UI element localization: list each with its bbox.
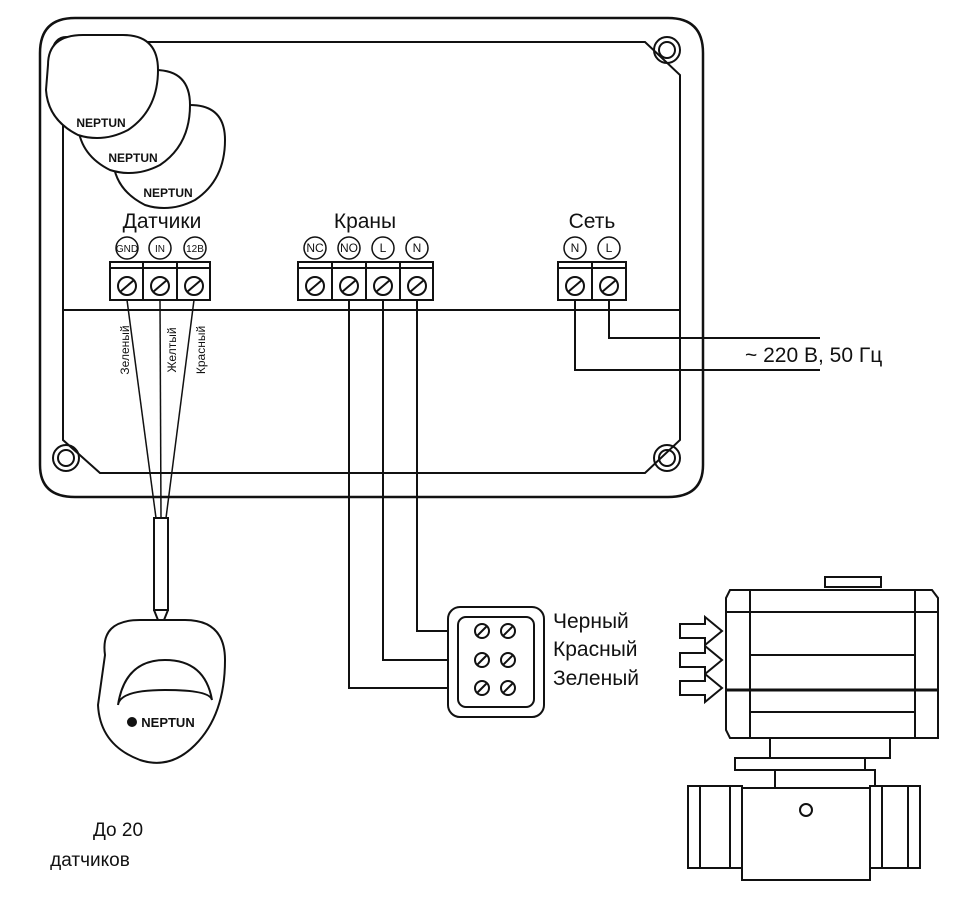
controller-housing: [38, 16, 705, 499]
pin-label-mains-n: N: [571, 241, 580, 255]
sensor-note-line2: датчиков: [50, 850, 130, 871]
mains-pin-labels: [563, 236, 621, 260]
mains-voltage-label: ~ 220 В, 50 Гц: [745, 344, 882, 367]
valve-wire-black-label: Черный: [553, 610, 629, 633]
sensor-brand-1: NEPTUN: [141, 715, 194, 730]
wire-label-red: Красный: [194, 326, 208, 374]
sensor-brand-3: NEPTUN: [108, 151, 157, 165]
valve-wire-red-label: Красный: [553, 638, 638, 661]
pin-label-in: IN: [155, 244, 165, 255]
pin-label-no: NO: [340, 241, 358, 255]
sensor-stack: NEPTUN NEPTUN NEPTUN NEPTUN: [44, 34, 227, 764]
sensors-terminal-block: [109, 261, 211, 301]
sensor-2: NEPTUN: [44, 34, 160, 140]
pin-label-l: L: [380, 241, 387, 255]
sensor-pin-labels: [115, 236, 207, 260]
mains-terminal-block: [557, 261, 627, 301]
mains-wires: [574, 300, 820, 371]
valve-wire-green-label: Зеленый: [553, 667, 639, 690]
wire-label-green: Зеленый: [118, 325, 132, 374]
sensor-brand-2: NEPTUN: [76, 116, 125, 130]
sensor-cable: [126, 299, 195, 621]
pin-label-n: N: [413, 241, 422, 255]
valves-group-title: Краны: [334, 210, 396, 233]
valves-terminal-block: [297, 261, 434, 301]
pin-label-mains-l: L: [606, 241, 613, 255]
valve-wire-arrows: [679, 614, 724, 705]
pin-label-12v: 12В: [186, 244, 204, 255]
wire-label-yellow: Желтый: [165, 327, 179, 372]
ball-valve: [687, 576, 939, 881]
pin-label-nc: NC: [306, 241, 324, 255]
valve-pin-labels: [303, 236, 429, 260]
pin-label-gnd: GND: [116, 244, 138, 255]
sensor-1: NEPTUN: [96, 619, 227, 764]
sensor-brand-4: NEPTUN: [143, 186, 192, 200]
sensor-note-line1: До 20: [93, 820, 143, 841]
sensors-group-title: Датчики: [123, 210, 202, 233]
mains-group-title: Сеть: [569, 210, 616, 233]
valve-connector: [447, 606, 545, 718]
